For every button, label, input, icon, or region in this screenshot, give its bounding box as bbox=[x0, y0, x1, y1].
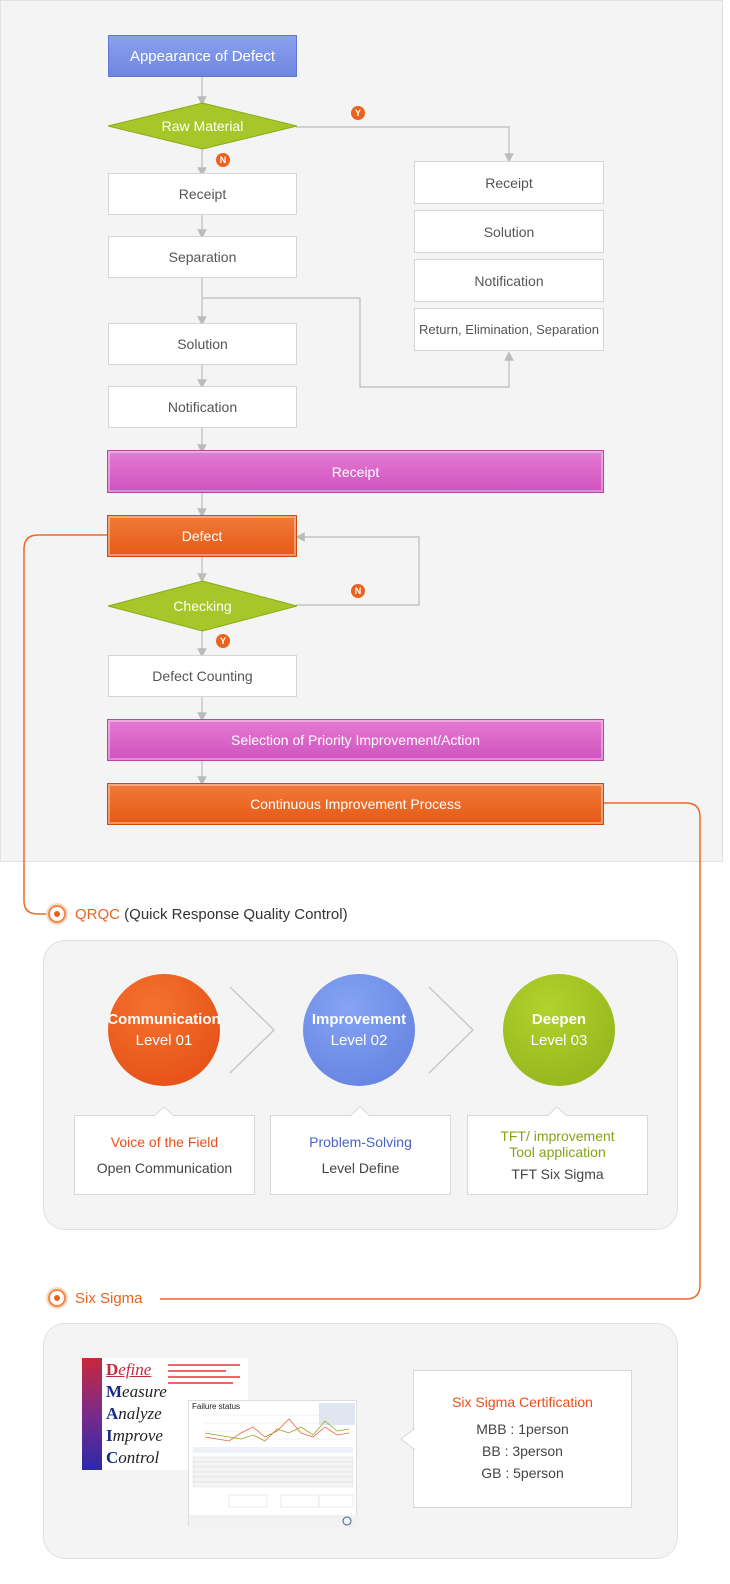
certification-title: Six Sigma Certification bbox=[452, 1394, 593, 1410]
appearance-of-defect-label: Appearance of Defect bbox=[129, 47, 276, 65]
certification-gb: GB : 5person bbox=[481, 1465, 564, 1481]
level-01-circle: Communication Level 01 bbox=[107, 974, 221, 1086]
failure-status-image: Failure status bbox=[188, 1400, 358, 1527]
card-pointer bbox=[400, 1428, 415, 1450]
failure-status-caption: Failure status bbox=[192, 1402, 241, 1411]
qrqc-title: QRQC (Quick Response Quality Control) bbox=[75, 906, 348, 923]
level-03-name: Deepen bbox=[531, 1011, 587, 1028]
qrqc-title-highlight: QRQC bbox=[75, 906, 120, 923]
card-notch bbox=[154, 1106, 174, 1117]
chevron-right-icon bbox=[428, 986, 475, 1074]
failure-status-thumbnail bbox=[189, 1403, 358, 1527]
qrqc-bullet-icon bbox=[48, 905, 66, 923]
right-solution-box: Solution bbox=[414, 210, 604, 253]
level-02-card-sub: Level Define bbox=[321, 1160, 400, 1176]
card-notch bbox=[547, 1106, 567, 1117]
level-03-card: TFT/ improvement Tool application TFT Si… bbox=[467, 1115, 648, 1195]
six-sigma-title-text: Six Sigma bbox=[75, 1290, 143, 1307]
level-01-number: Level 01 bbox=[135, 1032, 193, 1049]
raw-material-decision: Raw Material bbox=[108, 102, 297, 150]
defect-box: Defect bbox=[107, 515, 297, 557]
level-01-card: Voice of the Field Open Communication bbox=[74, 1115, 255, 1195]
qrqc-title-rest: (Quick Response Quality Control) bbox=[120, 906, 348, 923]
level-03-circle: Deepen Level 03 bbox=[503, 974, 615, 1086]
raw-material-label: Raw Material bbox=[161, 118, 244, 134]
appearance-of-defect-box: Appearance of Defect bbox=[108, 35, 297, 77]
level-02-card: Problem-Solving Level Define bbox=[270, 1115, 451, 1195]
chevron-right-icon bbox=[229, 986, 276, 1074]
checking-label: Checking bbox=[173, 598, 232, 614]
right-receipt-box: Receipt bbox=[414, 161, 604, 204]
left-notification-box: Notification bbox=[108, 386, 297, 428]
left-receipt-box: Receipt bbox=[108, 173, 297, 215]
certification-lines: MBB : 1person BB : 3person GB : 5person bbox=[476, 1418, 569, 1484]
certification-bb: BB : 3person bbox=[482, 1443, 563, 1459]
flow-panel bbox=[0, 0, 723, 862]
level-03-card-sub: TFT Six Sigma bbox=[511, 1166, 604, 1182]
level-02-number: Level 02 bbox=[330, 1032, 388, 1049]
six-sigma-bullet-icon bbox=[48, 1289, 66, 1307]
level-01-card-title: Voice of the Field bbox=[110, 1134, 219, 1150]
six-sigma-title: Six Sigma bbox=[75, 1290, 143, 1307]
right-return-box: Return, Elimination, Separation bbox=[414, 308, 604, 351]
yes-badge: Y bbox=[351, 106, 365, 120]
level-02-name: Improvement bbox=[311, 1011, 407, 1028]
dmaic-color-strip bbox=[82, 1358, 102, 1470]
level-03-number: Level 03 bbox=[530, 1032, 588, 1049]
level-02-circle: Improvement Level 02 bbox=[303, 974, 415, 1086]
no-badge: N bbox=[351, 584, 365, 598]
card-notch bbox=[350, 1106, 370, 1117]
left-solution-box: Solution bbox=[108, 323, 297, 365]
level-03-card-title: TFT/ improvement Tool application bbox=[500, 1128, 615, 1160]
receipt-bar: Receipt bbox=[107, 450, 604, 493]
level-02-card-title: Problem-Solving bbox=[309, 1134, 412, 1150]
continuous-improvement-bar: Continuous Improvement Process bbox=[107, 783, 604, 825]
left-separation-box: Separation bbox=[108, 236, 297, 278]
dmaic-notes bbox=[168, 1362, 240, 1392]
diamond-shape bbox=[108, 102, 297, 150]
right-notification-box: Notification bbox=[414, 259, 604, 302]
selection-bar: Selection of Priority Improvement/Action bbox=[107, 719, 604, 761]
defect-counting-box: Defect Counting bbox=[108, 655, 297, 697]
level-01-card-sub: Open Communication bbox=[96, 1160, 233, 1176]
dmaic-list: Define Measure Analyze Improve Control bbox=[106, 1360, 167, 1467]
certification-mbb: MBB : 1person bbox=[476, 1421, 569, 1437]
certification-card: Six Sigma Certification MBB : 1person BB… bbox=[413, 1370, 632, 1508]
checking-decision: Checking bbox=[108, 580, 297, 632]
no-badge: N bbox=[216, 153, 230, 167]
diamond-shape bbox=[108, 580, 297, 632]
level-01-name: Communication bbox=[107, 1011, 221, 1028]
yes-badge: Y bbox=[216, 634, 230, 648]
